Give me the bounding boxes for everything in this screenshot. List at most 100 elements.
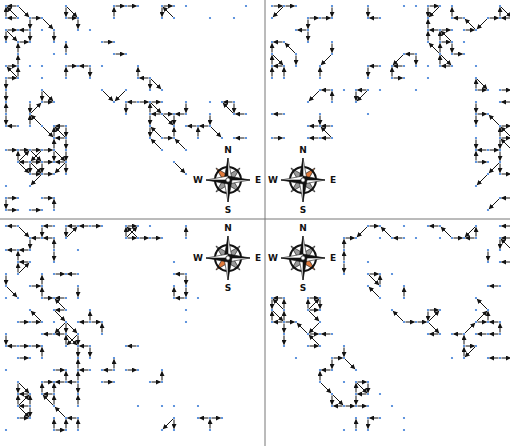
junction-dot	[283, 297, 285, 299]
junction-dot	[439, 5, 441, 7]
junction-dot	[77, 17, 79, 19]
compass-point	[303, 176, 325, 180]
junction-dot	[343, 261, 345, 263]
directed-road	[66, 336, 67, 345]
junction-dot	[17, 393, 19, 395]
junction-dot	[319, 297, 321, 299]
directed-road	[67, 323, 77, 333]
junction-dot	[185, 101, 187, 103]
directed-road	[44, 150, 53, 151]
directed-road	[174, 288, 175, 297]
directed-road	[274, 114, 283, 115]
directed-road	[32, 174, 41, 175]
junction-dot	[331, 53, 333, 55]
compass-point	[303, 254, 325, 258]
junction-dot	[173, 137, 175, 139]
directed-road	[42, 276, 43, 285]
directed-road	[478, 150, 487, 151]
junction-dot	[271, 309, 273, 311]
junction-dot	[149, 381, 151, 383]
directed-road	[210, 420, 211, 429]
directed-road	[500, 152, 501, 161]
junction-dot	[17, 197, 19, 199]
directed-road	[286, 6, 295, 7]
directed-road	[44, 198, 53, 199]
directed-road	[502, 126, 510, 127]
compass-point	[228, 254, 250, 258]
directed-road	[320, 68, 321, 77]
junction-dot	[451, 65, 453, 67]
directed-road	[370, 226, 379, 227]
directed-road	[20, 346, 29, 347]
directed-road	[66, 68, 67, 77]
directed-road	[56, 162, 65, 163]
directed-road	[31, 151, 41, 161]
junction-dot	[89, 369, 91, 371]
directed-road	[78, 288, 79, 297]
junction-dot	[29, 405, 31, 407]
directed-road	[6, 8, 7, 17]
directed-road	[322, 126, 331, 127]
directed-road	[454, 54, 463, 55]
junction-dot	[29, 237, 31, 239]
directed-road	[174, 128, 175, 137]
junction-dot	[101, 381, 103, 383]
directed-road	[369, 275, 379, 285]
junction-dot	[283, 345, 285, 347]
junction-dot	[125, 345, 127, 347]
junction-dot	[475, 185, 477, 187]
junction-dot	[403, 285, 405, 287]
directed-road	[186, 288, 187, 297]
junction-dot	[427, 5, 429, 7]
directed-road	[394, 78, 403, 79]
junction-dot	[65, 321, 67, 323]
junction-dot	[367, 77, 369, 79]
directed-road	[152, 114, 161, 115]
junction-dot	[149, 237, 151, 239]
directed-road	[274, 6, 283, 7]
directed-road	[344, 348, 345, 357]
directed-road	[44, 394, 53, 395]
directed-road	[175, 139, 185, 149]
junction-dot	[439, 309, 441, 311]
directed-road	[6, 116, 7, 125]
directed-road	[7, 287, 17, 297]
junction-dot	[125, 89, 127, 91]
junction-dot	[475, 77, 477, 79]
compass-rose	[267, 142, 339, 218]
directed-road	[284, 68, 285, 77]
junction-dot	[307, 333, 309, 335]
directed-road	[164, 114, 173, 115]
compass-point	[281, 254, 303, 258]
junction-dot	[439, 41, 441, 43]
junction-dot	[487, 17, 489, 19]
directed-road	[54, 396, 55, 405]
junction-dot	[487, 173, 489, 175]
junction-dot	[41, 77, 43, 79]
directed-road	[488, 252, 489, 261]
junction-dot	[5, 209, 7, 211]
junction-dot	[475, 137, 477, 139]
directed-road	[274, 42, 283, 43]
directed-road	[19, 383, 29, 393]
junction-dot	[307, 17, 309, 19]
junction-dot	[113, 357, 115, 359]
directed-road	[502, 198, 510, 199]
directed-road	[54, 252, 55, 261]
junction-dot	[53, 149, 55, 151]
directed-road	[6, 104, 7, 113]
directed-road	[32, 162, 41, 163]
junction-dot	[17, 77, 19, 79]
junction-dot	[463, 29, 465, 31]
directed-road	[152, 238, 161, 239]
junction-dot	[343, 405, 345, 407]
directed-road	[394, 238, 403, 239]
directed-road	[332, 8, 333, 17]
junction-dot	[439, 29, 441, 31]
junction-dot	[125, 101, 127, 103]
compass-hub	[226, 178, 230, 182]
junction-dot	[161, 149, 163, 151]
junction-dot	[451, 357, 453, 359]
directed-road	[186, 276, 187, 285]
junction-dot	[65, 65, 67, 67]
